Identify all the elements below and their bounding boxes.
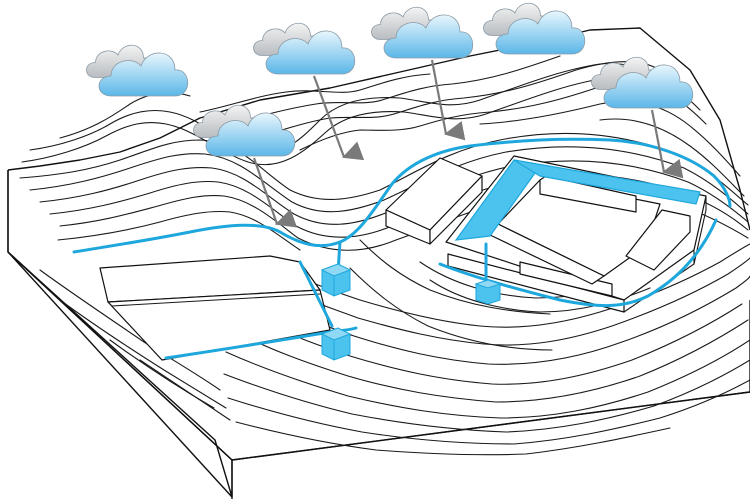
drain-channel-field (164, 326, 358, 360)
field-parcels (99, 255, 331, 361)
tank-icon (474, 279, 502, 305)
cloud-icon (591, 56, 694, 109)
tank-icon (320, 327, 352, 361)
field-upper (99, 255, 321, 303)
drain-channel-north (72, 137, 732, 254)
cloud-icon (253, 22, 356, 75)
terrain-block (7, 27, 750, 499)
terrain-top-rim (7, 27, 750, 231)
rain-clouds (86, 2, 694, 157)
tank-icon (320, 263, 352, 297)
down-arrow-icon (312, 75, 365, 161)
building-slab-front (429, 175, 483, 245)
complex-wing-east (625, 209, 691, 271)
terrain-front-rim (7, 251, 750, 461)
rain-arrows (252, 59, 684, 228)
cloud-icon (193, 104, 296, 157)
cloud-icon (483, 2, 586, 55)
down-arrow-icon (252, 157, 298, 228)
water-system (72, 137, 732, 361)
cloud-icon (371, 6, 474, 59)
drain-pipe-field (298, 260, 334, 328)
cloud-icon (86, 44, 189, 97)
down-arrow-icon (430, 59, 466, 141)
down-arrow-icon (650, 109, 684, 179)
roof-collector-north (513, 159, 701, 205)
field-lower (107, 289, 331, 361)
